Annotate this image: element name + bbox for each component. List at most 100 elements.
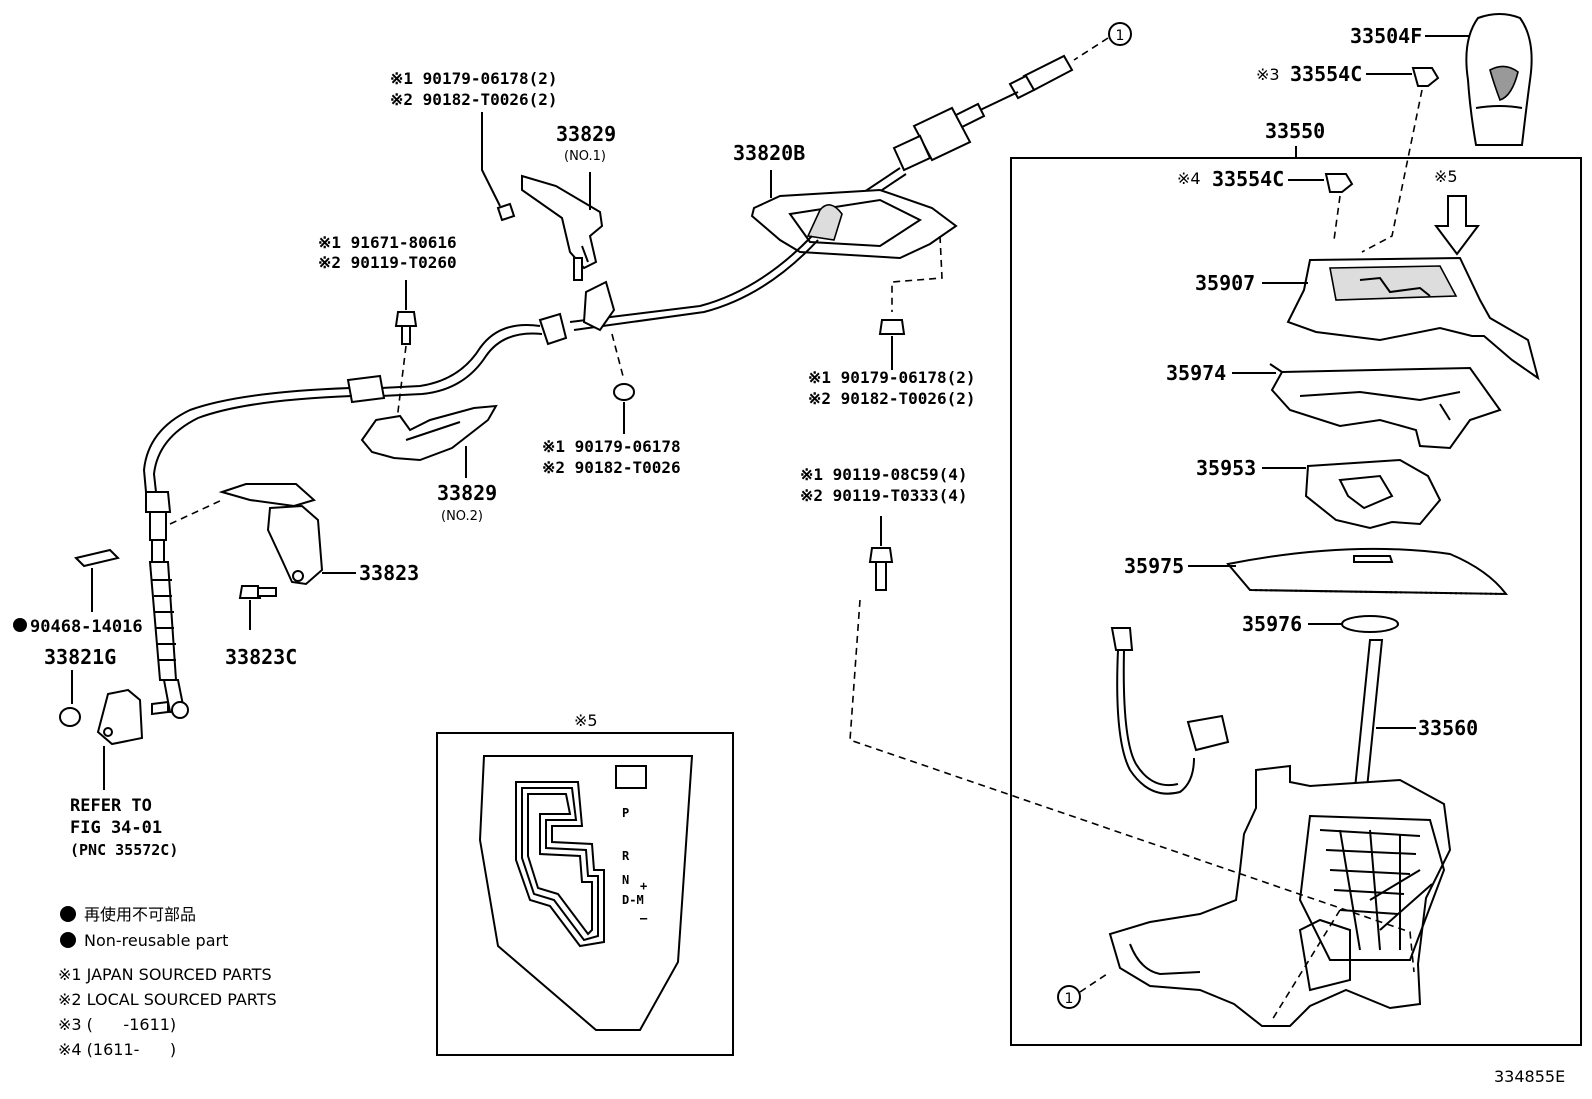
label-33560: 33560 [1418,716,1478,740]
dash-bolt-91671 [395,345,407,429]
non-reusable-dot [13,618,27,632]
callout-1-top-text: 1 [1116,28,1125,44]
gate-n: N [622,873,629,887]
nut-mid [613,383,635,401]
cable-bracket-mid [538,280,616,346]
dash-cable-lower [169,499,223,525]
washer-35976 [1341,615,1399,633]
inset-frame [436,732,734,1056]
gate-minus: – [640,911,648,925]
note-n4-line2: ※2 90182-T0026(2) [808,389,976,408]
label-35975: 35975 [1124,554,1184,578]
cable-end-fitting [892,54,1074,172]
note-n2-line1: ※1 91671-80616 [318,233,457,252]
mark-5-inset: ※5 [574,711,598,730]
label-33829-no1-sub: (NO.1) [564,149,606,164]
label-33820B: 33820B [733,141,805,165]
cable-loop-a [142,387,351,493]
bolt-bracket1 [573,257,583,281]
legend-dot-en [60,932,76,948]
plate-35953 [1304,458,1442,530]
cable-left-b [379,332,543,397]
bracket-33829-no1 [521,174,604,270]
legend-en: Non-reusable part [84,931,228,950]
clip-33554C-top [1411,67,1440,87]
label-35907: 35907 [1195,271,1255,295]
dash-nut-mid [611,333,625,381]
label-33504F: 33504F [1350,24,1422,48]
label-35953: 35953 [1196,456,1256,480]
note-n5-line1: ※1 90119-08C59(4) [800,465,968,484]
label-90468: 90468-14016 [30,617,143,637]
mark-4: ※4 [1177,169,1201,188]
bracket-lower [96,688,144,746]
gate-plate [478,755,694,1031]
bezel-35907 [1286,256,1540,381]
dash-33554C-inner [1333,195,1341,241]
cable-left-a [379,324,541,389]
label-35974: 35974 [1166,361,1226,385]
plate-35974 [1269,363,1502,450]
cable-mid-b [573,239,819,331]
label-33829-no1: 33829 [556,122,616,146]
dash-callout-1-top [1073,37,1109,61]
refer-line-2: FIG 34-01 [70,818,162,838]
note-n4-line1: ※1 90179-06178(2) [808,368,976,387]
legend-l1: ※1 JAPAN SOURCED PARTS [58,965,272,984]
label-33823: 33823 [359,561,419,585]
gate-r: R [622,849,630,863]
clip-bracket1 [496,202,516,222]
label-33829-no2-sub: (NO.2) [441,509,483,524]
label-33554C-top: 33554C [1290,62,1362,86]
mark-5-arrow: ※5 [1434,167,1458,186]
legend-l4: ※4 (1611- ) [58,1040,176,1059]
dash-33554C-top [1361,89,1423,253]
label-33829-no2: 33829 [437,481,497,505]
gate-d: D-M [622,893,644,907]
clip-90468 [74,548,120,568]
gate-indicator [615,765,647,789]
wire-harness [1110,627,1230,795]
dash-housing [1271,909,1341,1021]
legend-l2: ※2 LOCAL SOURCED PARTS [58,990,277,1009]
note-n1-line1: ※1 90179-06178(2) [390,69,558,88]
refer-line-3: (PNC 35572C) [70,841,178,859]
view-arrow [1434,195,1480,256]
cable-loop-b [152,395,353,493]
bolt-91671 [394,311,418,345]
label-33823C: 33823C [225,645,297,669]
cable-mid-a [569,235,813,323]
cable-sleeve-left [346,374,386,404]
legend-l3: ※3 ( -1611) [58,1015,176,1034]
gate-p: P [622,806,629,820]
cable-end-lower [145,491,189,719]
legend-jp: 再使用不可部品 [84,905,196,924]
cover-35975 [1226,547,1509,596]
figure-id: 334855E [1494,1067,1565,1086]
bracket-33823 [218,483,324,586]
label-33554C-inner: 33554C [1212,167,1284,191]
bolt-housing [868,547,894,591]
callout-1-lower-text: 1 [1065,991,1074,1007]
callout-1-lower [1057,985,1081,1009]
note-n3-line2: ※2 90182-T0026 [542,458,681,477]
bracket-33829-no2 [360,404,498,462]
label-33550: 33550 [1265,119,1325,143]
label-33821G: 33821G [44,645,116,669]
clip-33554C-inner [1324,173,1354,193]
shift-knob [1465,13,1533,146]
legend-dot-jp [60,906,76,922]
gate-plus: + [640,879,647,893]
dash-callout-1-lower [1079,971,1111,993]
note-n5-line2: ※2 90119-T0333(4) [800,486,968,505]
refer-line-1: REFER TO [70,796,152,816]
bolt-33823C [238,585,277,599]
note-n2-line2: ※2 90119-T0260 [318,253,457,272]
note-n1-line2: ※2 90182-T0026(2) [390,90,558,109]
dash-bolt-to-housing [849,599,1415,973]
bushing-33821G [59,707,81,727]
mark-3: ※3 [1256,65,1280,84]
callout-1-top [1108,22,1132,46]
